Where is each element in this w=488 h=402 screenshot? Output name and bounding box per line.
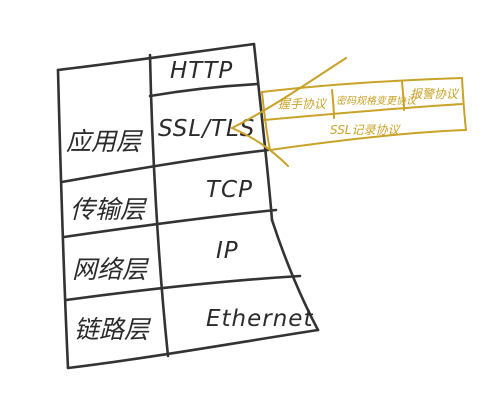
row-divider-network-link bbox=[64, 274, 302, 302]
callout-lower-line bbox=[231, 127, 289, 167]
expansion-box-top bbox=[261, 77, 463, 93]
layer-label-application: 应用层 bbox=[66, 127, 144, 156]
table-right-border-upper bbox=[252, 42, 274, 222]
protocol-label-ethernet: Ethernet bbox=[206, 306, 313, 332]
http-ssl-divider bbox=[148, 82, 260, 98]
stack-table bbox=[56, 42, 320, 370]
expansion-box-bottom bbox=[269, 129, 467, 151]
protocol-label-ssl-tls: SSL/TLS bbox=[158, 116, 255, 142]
expansion-divider-2 bbox=[401, 81, 405, 111]
row-divider-transport-network bbox=[62, 208, 278, 239]
table-column-divider bbox=[148, 53, 170, 358]
ssl-expansion bbox=[231, 57, 467, 167]
table-right-border-lower bbox=[270, 218, 320, 332]
cipher-spec-change-protocol-label: 密码规格变更协议 bbox=[336, 95, 418, 107]
row-divider-app-transport bbox=[60, 148, 270, 184]
table-bottom-border bbox=[66, 328, 320, 370]
layer-label-link: 链路层 bbox=[74, 315, 152, 344]
protocol-label-http: HTTP bbox=[170, 58, 233, 84]
layer-label-network: 网络层 bbox=[72, 255, 150, 284]
expansion-box-middle bbox=[263, 103, 463, 121]
callout-upper-line bbox=[231, 57, 347, 129]
ssl-record-protocol-label: SSL记录协议 bbox=[330, 123, 401, 137]
alert-protocol-label: 报警协议 bbox=[410, 87, 460, 101]
expansion-box-left bbox=[261, 91, 271, 151]
protocol-label-tcp: TCP bbox=[206, 177, 253, 203]
protocol-label-ip: IP bbox=[216, 238, 239, 264]
table-left-border bbox=[56, 68, 70, 370]
expansion-divider-1 bbox=[331, 89, 335, 119]
layer-label-transport: 传输层 bbox=[70, 195, 148, 224]
table-top-border bbox=[56, 42, 256, 72]
expansion-box-right bbox=[461, 77, 467, 131]
handshake-protocol-label: 握手协议 bbox=[278, 97, 328, 111]
